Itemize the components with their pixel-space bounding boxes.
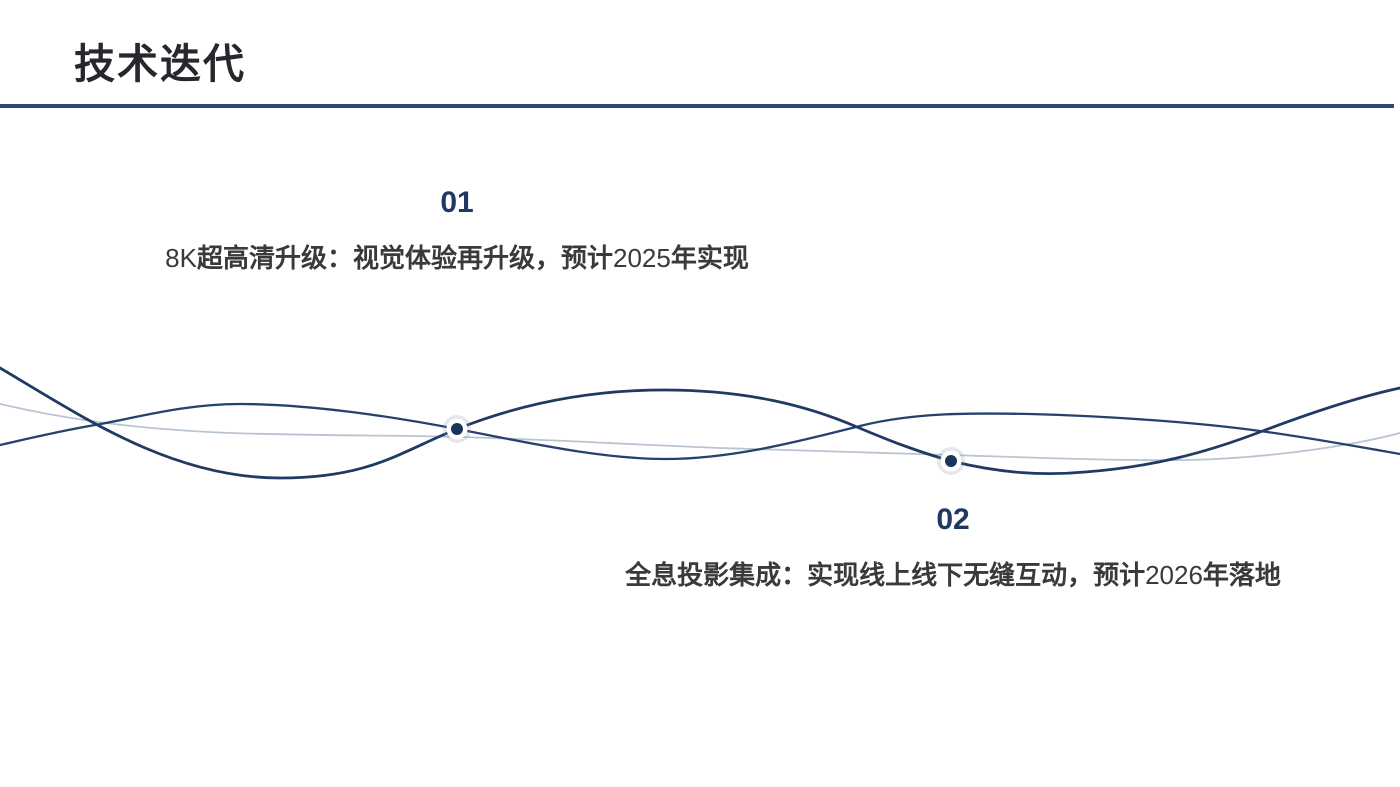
wave-light-curve xyxy=(0,403,1400,462)
timeline-item-2-text-main: 全息投影集成：实现线上线下无缝互动，预计 xyxy=(625,560,1146,590)
timeline-item-2-year: 2026 xyxy=(1145,560,1203,590)
timeline-dot-2 xyxy=(937,447,965,475)
timeline-item-1-year: 2025 xyxy=(612,243,671,273)
dot-2-core xyxy=(945,455,957,467)
slide-title: 技术迭代 xyxy=(74,41,246,87)
dot-1-core xyxy=(451,423,463,435)
timeline-item-1: 01 8K超高清升级：视觉体验再升级，预计2025年实现 xyxy=(57,188,857,275)
title-divider-line xyxy=(0,104,1394,108)
timeline-item-1-text-tail: 年实现 xyxy=(670,243,749,273)
timeline-wave-graphic xyxy=(0,366,1400,480)
timeline-item-1-text-main: 超高清升级：视觉体验再升级，预计 xyxy=(196,243,613,273)
timeline-item-2-text: 全息投影集成：实现线上线下无缝互动，预计2026年落地 xyxy=(553,559,1353,592)
timeline-item-2: 02 全息投影集成：实现线上线下无缝互动，预计2026年落地 xyxy=(553,505,1353,592)
wave-navy-curve-2 xyxy=(0,402,1400,461)
timeline-item-1-prefix: 8K xyxy=(165,243,197,273)
timeline-item-1-text: 8K超高清升级：视觉体验再升级，预计2025年实现 xyxy=(57,242,857,275)
timeline-item-2-text-tail: 年落地 xyxy=(1202,560,1281,590)
timeline-item-2-number: 02 xyxy=(936,503,970,536)
wave-navy-curve-1 xyxy=(0,366,1400,480)
timeline-item-1-number: 01 xyxy=(440,186,474,219)
timeline-dot-1 xyxy=(443,415,471,443)
